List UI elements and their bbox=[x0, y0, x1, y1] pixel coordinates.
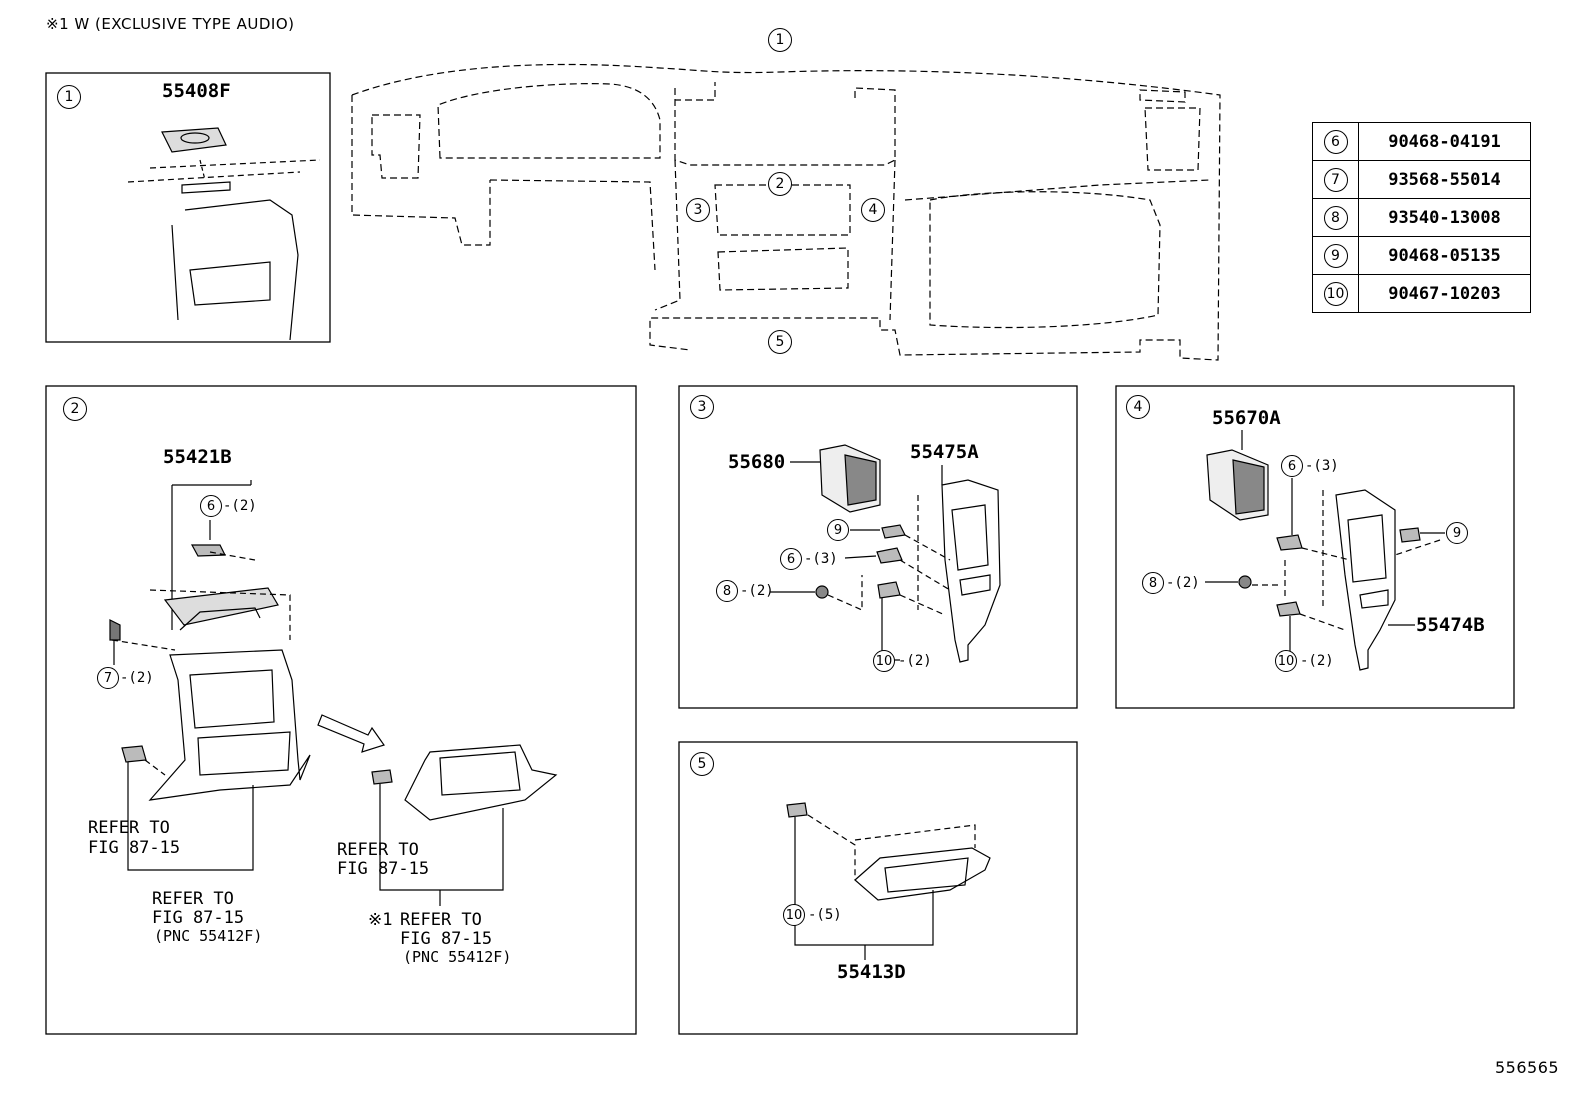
parts-table: 6 90468-04191 7 93568-55014 8 93540-13008 9… bbox=[1312, 122, 1531, 313]
qty-10-panel3: -(2) bbox=[898, 653, 932, 669]
refer-to-1: REFER TO bbox=[88, 818, 170, 838]
panel-2-sketch bbox=[109, 480, 558, 906]
table-part-no: 90467-10203 bbox=[1358, 274, 1531, 313]
callout-10-panel5: 10 bbox=[783, 904, 805, 926]
panel-1-id: 1 bbox=[57, 85, 81, 109]
refer-to-3: REFER TO bbox=[337, 840, 419, 860]
part-55475A: 55475A bbox=[910, 441, 979, 463]
table-ref: 6 bbox=[1323, 129, 1348, 154]
dashboard-outline bbox=[351, 63, 1221, 361]
callout-8-panel3: 8 bbox=[716, 580, 738, 602]
qty-8-panel4: -(2) bbox=[1166, 575, 1200, 591]
panel-5-frame bbox=[678, 741, 1078, 1035]
table-ref: 9 bbox=[1323, 243, 1348, 268]
panel-1-frame bbox=[45, 72, 331, 343]
panel-3-id: 3 bbox=[690, 395, 714, 419]
callout-10-panel4: 10 bbox=[1275, 650, 1297, 672]
diagram-id: 556565 bbox=[1495, 1058, 1560, 1077]
table-row: 8 93540-13008 bbox=[1312, 198, 1531, 237]
part-55413D: 55413D bbox=[837, 961, 906, 983]
qty-6-panel2: -(2) bbox=[223, 498, 257, 514]
table-part-no: 90468-04191 bbox=[1358, 122, 1531, 161]
callout-7-panel2: 7 bbox=[97, 667, 119, 689]
table-ref: 8 bbox=[1323, 205, 1348, 230]
callout-1-overview: 1 bbox=[768, 28, 792, 52]
qty-8-panel3: -(2) bbox=[740, 583, 774, 599]
panel-5-id: 5 bbox=[690, 752, 714, 776]
fig-1: FIG 87-15 bbox=[88, 838, 181, 858]
table-row: 6 90468-04191 bbox=[1312, 122, 1531, 161]
qty-10-panel5: -(5) bbox=[808, 907, 842, 923]
part-55474B: 55474B bbox=[1416, 614, 1485, 636]
table-part-no: 93540-13008 bbox=[1358, 198, 1531, 237]
table-part-no: 93568-55014 bbox=[1358, 160, 1531, 199]
pnc-2: (PNC 55412F) bbox=[403, 948, 512, 966]
table-ref: 10 bbox=[1323, 281, 1348, 306]
panel-2-id: 2 bbox=[63, 397, 87, 421]
callout-10-panel3: 10 bbox=[873, 650, 895, 672]
callout-9-panel3: 9 bbox=[827, 519, 849, 541]
qty-6-panel4: -(3) bbox=[1305, 458, 1339, 474]
table-row: 7 93568-55014 bbox=[1312, 160, 1531, 199]
callout-5-overview: 5 bbox=[768, 330, 792, 354]
part-55670A: 55670A bbox=[1212, 407, 1281, 429]
panel-2-frame bbox=[45, 385, 637, 1035]
panel-4-sketch bbox=[1205, 430, 1445, 671]
table-ref: 7 bbox=[1323, 167, 1348, 192]
panel-4-id: 4 bbox=[1126, 395, 1150, 419]
panel-1-sketch bbox=[127, 127, 321, 341]
fig-2: FIG 87-15 bbox=[152, 908, 245, 928]
callout-9-panel4: 9 bbox=[1446, 522, 1468, 544]
qty-6-panel3: -(3) bbox=[804, 551, 838, 567]
header-note: ※1 W (EXCLUSIVE TYPE AUDIO) bbox=[46, 15, 295, 33]
excl-mark: ※1 bbox=[368, 910, 393, 930]
callout-3-overview: 3 bbox=[686, 198, 710, 222]
fig-4: FIG 87-15 bbox=[400, 929, 493, 949]
refer-to-2: REFER TO bbox=[152, 889, 234, 909]
part-55408F: 55408F bbox=[162, 80, 231, 102]
panel-4-frame bbox=[1115, 385, 1515, 709]
callout-2-overview: 2 bbox=[768, 172, 792, 196]
part-55421B: 55421B bbox=[163, 446, 232, 468]
table-row: 9 90468-05135 bbox=[1312, 236, 1531, 275]
callout-4-overview: 4 bbox=[861, 198, 885, 222]
pnc-1: (PNC 55412F) bbox=[154, 927, 263, 945]
part-55680: 55680 bbox=[728, 451, 786, 473]
fig-3: FIG 87-15 bbox=[337, 859, 430, 879]
callout-6-panel3: 6 bbox=[780, 548, 802, 570]
table-row: 10 90467-10203 bbox=[1312, 274, 1531, 313]
table-part-no: 90468-05135 bbox=[1358, 236, 1531, 275]
qty-7-panel2: -(2) bbox=[120, 670, 154, 686]
refer-to-4: REFER TO bbox=[400, 910, 482, 930]
panel-3-frame bbox=[678, 385, 1078, 709]
callout-6-panel2: 6 bbox=[200, 495, 222, 517]
callout-6-panel4: 6 bbox=[1281, 455, 1303, 477]
callout-8-panel4: 8 bbox=[1142, 572, 1164, 594]
panel-5-sketch bbox=[786, 802, 991, 960]
qty-10-panel4: -(2) bbox=[1300, 653, 1334, 669]
panel-3-sketch bbox=[770, 444, 1001, 663]
